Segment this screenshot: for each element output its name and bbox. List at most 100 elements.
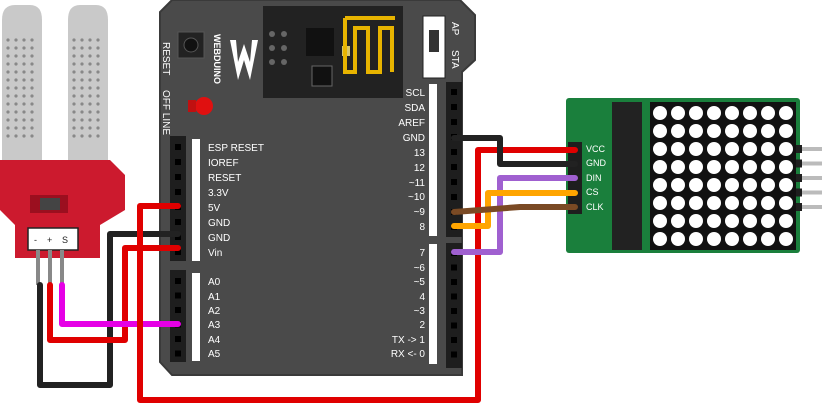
header-hole (175, 144, 181, 150)
header-hole (175, 159, 181, 165)
header-hole (451, 194, 457, 200)
header-hole (451, 293, 457, 300)
antenna-trace (343, 16, 395, 74)
matrix-led (689, 196, 703, 210)
pin-label-a2: A2 (208, 306, 221, 317)
matrix-led (725, 124, 739, 138)
digital-upper-label-box (429, 84, 437, 236)
matrix-led (707, 124, 721, 138)
probe-hole (88, 94, 92, 98)
wire-matrix-vcc (137, 147, 578, 403)
matrix-led (761, 232, 775, 246)
matrix-led (653, 178, 667, 192)
offline-led (195, 97, 213, 115)
pin-label-reset: RESET (208, 173, 241, 184)
probe-hole (22, 134, 26, 138)
matrix-led (671, 232, 685, 246)
matrix-led (671, 178, 685, 192)
matrix-output-socket (796, 159, 802, 168)
header-hole (451, 264, 457, 271)
probe-hole (96, 86, 100, 90)
probe-hole (30, 70, 34, 74)
matrix-led (725, 214, 739, 228)
probe-hole (22, 78, 26, 82)
probe-hole (6, 70, 10, 74)
pin-label-6: ~6 (414, 263, 426, 274)
matrix-led (653, 214, 667, 228)
probe-hole (30, 110, 34, 114)
probe-hole (22, 118, 26, 122)
pin-label-a1: A1 (208, 292, 221, 303)
matrix-led (653, 160, 667, 174)
matrix-led (725, 106, 739, 120)
probe-hole (80, 54, 84, 58)
pin-label-scl: SCL (406, 88, 426, 99)
esp-pad (281, 45, 287, 51)
probe-hole (22, 102, 26, 106)
probe-hole (72, 86, 76, 90)
probe-hole (30, 62, 34, 66)
probe-hole (96, 126, 100, 130)
matrix-led (653, 106, 667, 120)
probe-hole (96, 54, 100, 58)
digital-header-upper (446, 82, 462, 237)
header-hole (175, 292, 181, 299)
header-hole (175, 174, 181, 180)
matrix-led (779, 196, 793, 210)
probe-hole (30, 102, 34, 106)
probe-hole (96, 134, 100, 138)
matrix-pin-vcc: VCC (586, 144, 606, 154)
matrix-led (707, 196, 721, 210)
matrix-pin-din: DIN (586, 173, 602, 183)
pin-label-a0: A0 (208, 277, 221, 288)
matrix-pin-cs: CS (586, 187, 599, 197)
probe-hole (80, 70, 84, 74)
pin-label-sda: SDA (404, 103, 425, 114)
probe-hole (80, 118, 84, 122)
probe-hole (88, 70, 92, 74)
matrix-led (761, 124, 775, 138)
probe-hole (72, 78, 76, 82)
header-hole (451, 322, 457, 329)
pin-label-12: 12 (414, 163, 426, 174)
pin-label-10: ~10 (408, 192, 425, 203)
matrix-led (671, 106, 685, 120)
probe-hole (22, 54, 26, 58)
probe-hole (22, 86, 26, 90)
probe-hole (14, 78, 18, 82)
probe-hole (14, 46, 18, 50)
wires (37, 135, 578, 403)
matrix-led (743, 106, 757, 120)
matrix-led (689, 232, 703, 246)
probe-hole (14, 134, 18, 138)
probe-hole (72, 102, 76, 106)
matrix-led (779, 160, 793, 174)
pin-label-13: 13 (414, 148, 426, 159)
probe-hole (14, 38, 18, 42)
digital-header-lower (446, 243, 462, 368)
wire-sensor-gnd (37, 231, 181, 388)
offline-label: OFF LINE (160, 90, 171, 135)
brand-logo (230, 40, 258, 80)
matrix-pin-gnd: GND (586, 158, 607, 168)
matrix-led (725, 142, 739, 156)
probe-hole (22, 62, 26, 66)
matrix-led (689, 160, 703, 174)
matrix-output-pin (800, 147, 822, 151)
probe-hole (6, 134, 10, 138)
matrix-led (725, 160, 739, 174)
header-hole (175, 249, 181, 255)
reset-label: RESET (160, 42, 171, 75)
probe-hole (96, 46, 100, 50)
header-hole (175, 336, 181, 342)
matrix-led (761, 160, 775, 174)
esp-pad (269, 31, 275, 37)
probe-hole (88, 110, 92, 114)
matrix-output-socket (796, 145, 802, 153)
header-hole (175, 278, 181, 284)
matrix-led (707, 232, 721, 246)
probe-hole (72, 54, 76, 58)
header-hole (175, 350, 181, 357)
probe-hole (72, 70, 76, 74)
wire-matrix-din (451, 175, 578, 255)
